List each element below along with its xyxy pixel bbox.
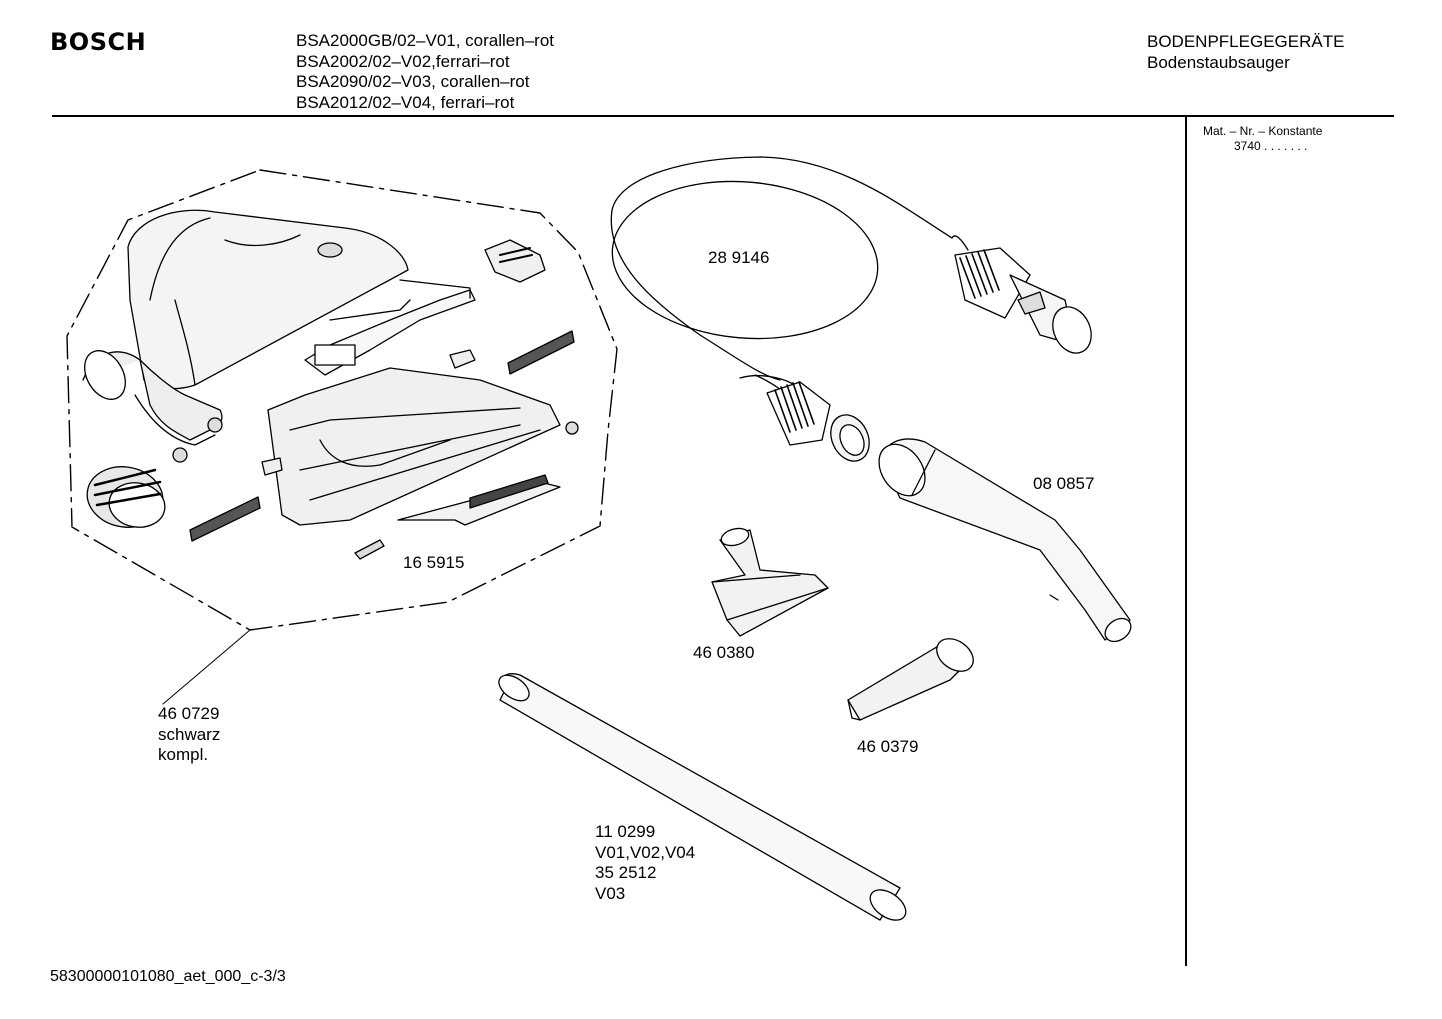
- handle-tube: [878, 438, 1132, 643]
- model-line: BSA2002/02–V02,ferrari–rot: [296, 51, 510, 71]
- category-title: BODENPFLEGEGERÄTE: [1147, 32, 1345, 51]
- upholstery-nozzle: [711, 527, 829, 637]
- crevice-nozzle: [847, 638, 974, 721]
- material-number-label: Mat. – Nr. – Konstante: [1203, 124, 1323, 138]
- part-number: 11 0299: [595, 822, 656, 841]
- extension-tube: [498, 673, 907, 921]
- assembly-leader-line: [162, 629, 251, 705]
- material-number-value: 3740 . . . . . . .: [1234, 139, 1308, 153]
- model-line: BSA2000GB/02–V01, corallen–rot: [296, 31, 555, 50]
- assembly-outline: [66, 169, 618, 631]
- part-label-crevice-nozzle: 46 0379: [857, 737, 919, 756]
- part-color: schwarz: [158, 724, 221, 744]
- part-label-hose: 28 9146: [708, 248, 770, 267]
- category-block: BODENPFLEGEGERÄTE Bodenstaubsauger: [1147, 31, 1344, 73]
- model-list: BSA2000GB/02–V01, corallen–rot BSA2002/0…: [296, 31, 554, 113]
- part-label-floor-nozzle-part: 16 5915: [403, 553, 465, 572]
- part-number: 46 0729: [158, 704, 220, 723]
- bosch-logo: BOSCH: [50, 28, 147, 56]
- part-label-floor-nozzle-assembly: 46 0729 schwarz kompl.: [158, 704, 220, 766]
- part-label-extension-tube: 11 0299 V01,V02,V04 35 2512 V03: [595, 822, 695, 904]
- model-line: BSA2090/02–V03, corallen–rot: [296, 72, 530, 91]
- model-line: BSA2012/02–V04, ferrari–rot: [296, 92, 515, 112]
- document-id: 58300000101080_aet_000_c-3/3: [50, 968, 286, 985]
- header-divider: [52, 115, 1394, 117]
- part-variants: V03: [595, 883, 626, 903]
- part-number: 35 2512: [595, 863, 657, 882]
- material-number-panel: Mat. – Nr. – Konstante 3740 . . . . . . …: [1203, 124, 1322, 154]
- side-divider: [1185, 116, 1187, 966]
- part-label-upholstery-nozzle: 46 0380: [693, 643, 755, 662]
- part-label-handle-tube: 08 0857: [1033, 474, 1095, 493]
- category-subtitle: Bodenstaubsauger: [1147, 53, 1290, 72]
- part-note: kompl.: [158, 745, 209, 764]
- hose: [610, 156, 1092, 462]
- part-variants: V01,V02,V04: [595, 842, 696, 862]
- floor-nozzle-assembly: [82, 209, 579, 560]
